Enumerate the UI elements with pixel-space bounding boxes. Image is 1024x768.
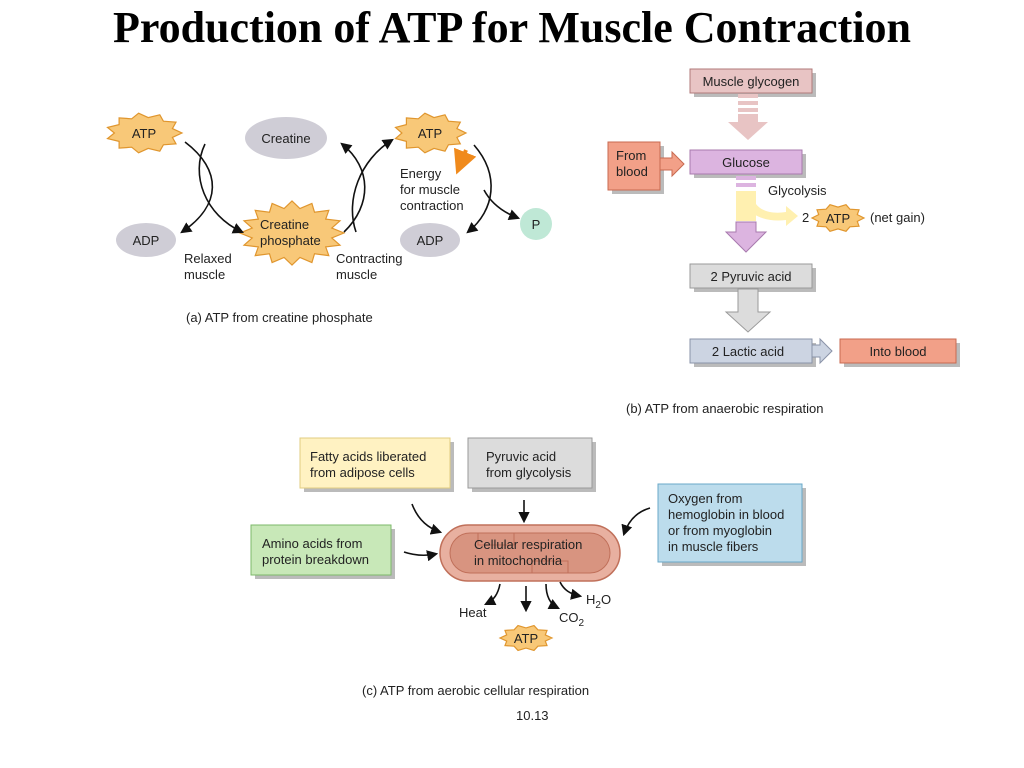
page-title: Production of ATP for Muscle Contraction <box>112 3 912 52</box>
creatine-oval <box>245 117 327 159</box>
panel-b-caption: (b) ATP from anaerobic respiration <box>626 401 824 416</box>
pyruvic-acid-box <box>689 263 813 289</box>
atp-right-label: ATP <box>418 126 442 141</box>
atp-left-label: ATP <box>132 126 156 141</box>
glucose-box <box>689 149 803 175</box>
muscle-glycogen-label: Muscle glycogen <box>703 74 800 89</box>
glycogen-down-arrow <box>728 114 768 140</box>
phosphate-label: P <box>532 217 541 232</box>
arrow-oxygen-in <box>621 507 651 537</box>
arrow-atp-to-adp <box>180 141 214 234</box>
h2o-label: H2O <box>586 592 611 611</box>
pyruvic-acid-label: 2 Pyruvic acid <box>711 269 792 284</box>
from-blood-box <box>607 141 661 191</box>
mitochondrion-inner <box>449 532 611 574</box>
arrow-fatty-in <box>411 503 443 535</box>
adp-left-label: ADP <box>133 233 160 248</box>
heat-label: Heat <box>459 605 487 620</box>
fatty-acids-box <box>299 437 451 489</box>
atp-burst-aerobic <box>498 624 554 652</box>
atp-aerobic-label: ATP <box>514 631 538 646</box>
into-blood-arrow <box>811 337 833 365</box>
atp-netgain-label: ATP <box>826 211 850 226</box>
into-blood-label: Into blood <box>869 344 926 359</box>
amino-acids-box <box>250 524 392 576</box>
arrow-heat-out <box>483 583 501 606</box>
energy-arrow <box>453 147 477 175</box>
figure-number: 10.13 <box>516 708 549 723</box>
atp-burst-right <box>394 112 468 154</box>
arrow-atp-to-adp-right <box>466 144 492 234</box>
arrow-creatine-to-phosphate <box>198 143 245 234</box>
adp-right-label: ADP <box>417 233 444 248</box>
arrow-amino-in <box>403 550 439 562</box>
atp-burst-netgain <box>810 204 866 232</box>
glycolysis-label: Glycolysis <box>768 183 827 198</box>
co2-label: CO2 <box>559 610 585 629</box>
from-blood-arrow <box>659 150 685 178</box>
adp-right-oval <box>400 223 460 257</box>
phosphate-circle <box>520 208 552 240</box>
panel-c-caption: (c) ATP from aerobic cellular respiratio… <box>362 683 589 698</box>
arrow-to-phosphate <box>483 189 521 221</box>
arrow-phosphate-to-creatine <box>340 142 366 233</box>
net-gain-count: 2 <box>802 210 809 225</box>
creatine-label: Creatine <box>261 131 310 146</box>
oxygen-box <box>657 483 803 563</box>
arrow-adp-to-atp <box>351 138 394 233</box>
pyruvic-down-arrow <box>724 288 772 333</box>
lactic-acid-label: 2 Lactic acid <box>712 344 784 359</box>
arrow-h2o-out <box>559 581 583 600</box>
net-gain-label: (net gain) <box>870 210 925 225</box>
adp-left-oval <box>116 223 176 257</box>
pyruvic-glycolysis-box <box>467 437 593 489</box>
into-blood-box <box>839 338 957 364</box>
panel-a-caption: (a) ATP from creatine phosphate <box>186 310 373 325</box>
glucose-label: Glucose <box>722 155 770 170</box>
arrow-co2-out <box>545 583 561 610</box>
muscle-glycogen-box <box>689 68 813 94</box>
glucose-down-arrow <box>724 221 768 253</box>
atp-burst-left <box>106 112 184 154</box>
